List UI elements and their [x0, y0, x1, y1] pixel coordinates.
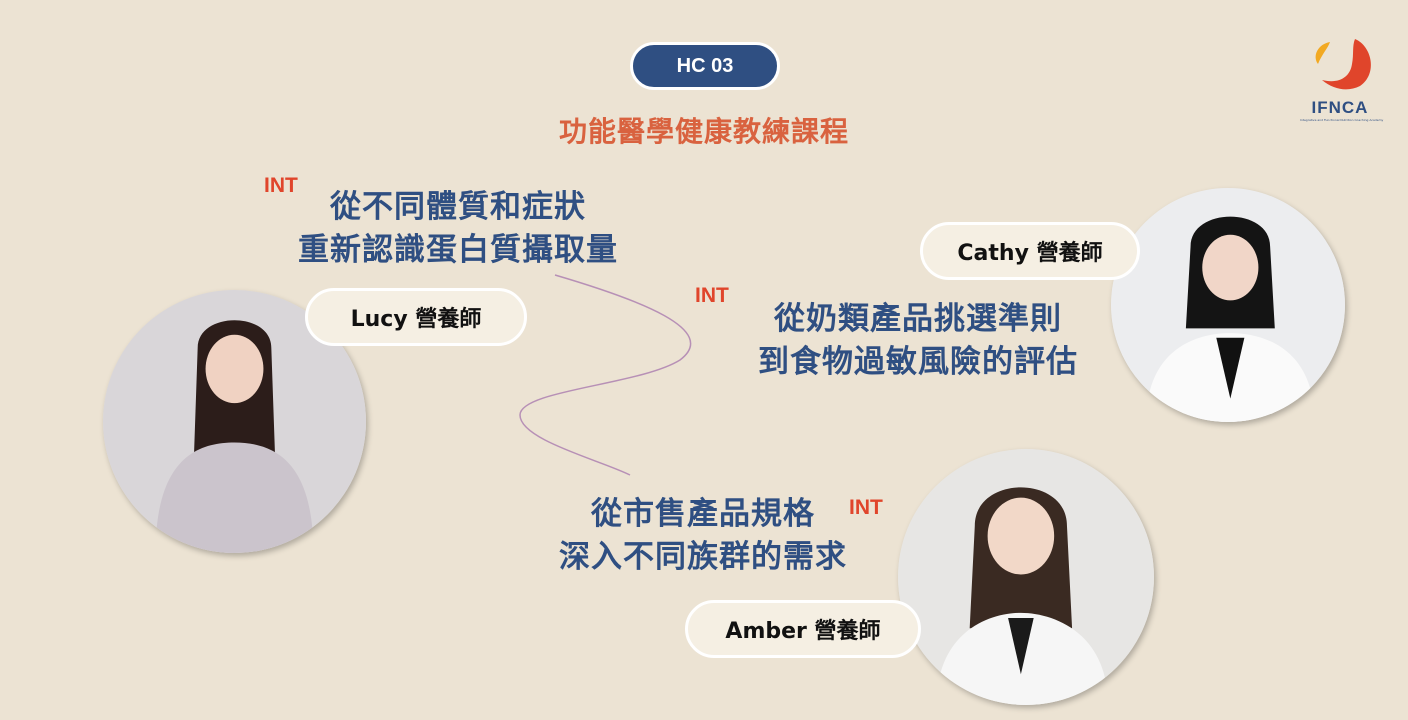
topic-line: 從奶類產品挑選準則 — [774, 301, 1062, 337]
course-code-badge: HC 03 — [630, 42, 780, 90]
feather-logo-icon — [1315, 39, 1371, 90]
int-tag: INT — [264, 174, 298, 197]
topic-line: 從不同體質和症狀 — [330, 189, 586, 225]
amber-photo — [898, 449, 1154, 705]
topic-line: 到食物過敏風險的評估 — [758, 344, 1078, 380]
session-topic-lucy: 從不同體質和症狀 重新認識蛋白質攝取量 — [258, 186, 658, 272]
session-topic-cathy: 從奶類產品挑選準則 到食物過敏風險的評估 — [718, 298, 1118, 384]
topic-line: 從市售產品規格 — [591, 496, 815, 532]
cathy-photo — [1111, 188, 1345, 422]
session-topic-amber: 從市售產品規格 深入不同族群的需求 — [503, 493, 903, 579]
int-tag: INT — [695, 284, 729, 307]
speaker-name-cathy: Cathy 營養師 — [920, 222, 1140, 280]
int-tag: INT — [849, 496, 883, 519]
logo-tagline: Integrative and Functional Nutrition Coa… — [1300, 118, 1384, 122]
course-title: 功能醫學健康教練課程 — [558, 115, 849, 148]
speaker-name-lucy: Lucy 營養師 — [305, 288, 527, 346]
logo-text: IFNCA — [1311, 98, 1369, 117]
ifnca-logo: IFNCA Integrative and Functional Nutriti… — [1300, 34, 1384, 134]
speaker-name-amber: Amber 營養師 — [685, 600, 921, 658]
topic-line: 深入不同族群的需求 — [559, 539, 847, 575]
topic-line: 重新認識蛋白質攝取量 — [298, 232, 618, 268]
